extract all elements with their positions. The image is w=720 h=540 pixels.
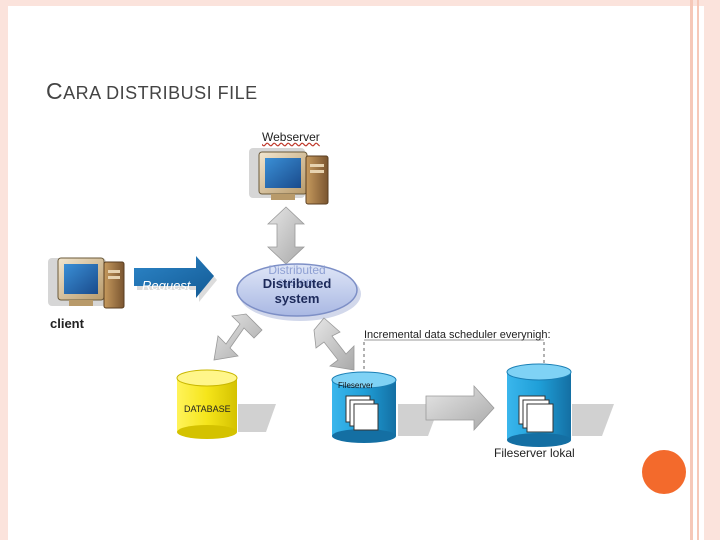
webserver-label: Webserver xyxy=(262,130,320,144)
slide-title-initial: C xyxy=(46,78,64,104)
client-computer-icon xyxy=(48,257,125,309)
fileserver-label: Fileserver xyxy=(338,381,374,390)
frame-left-border xyxy=(0,0,8,540)
frame-right-border xyxy=(704,0,720,540)
frame-right-line-2 xyxy=(697,0,699,540)
webserver-computer-icon xyxy=(249,148,329,205)
fileserver-transfer-arrow xyxy=(425,384,495,432)
client-label: client xyxy=(50,316,84,331)
distributed-system-label-line2: system xyxy=(274,291,320,306)
scheduler-label: Incremental data scheduler everynigh: xyxy=(364,329,551,341)
request-label: Request xyxy=(142,278,191,293)
system-webserver-arrow xyxy=(266,206,306,265)
slide-title-rest: ARA DISTRIBUSI FILE xyxy=(63,83,258,103)
database-cylinder-icon xyxy=(176,369,276,439)
frame-right-line-1 xyxy=(690,0,693,540)
distributed-system-node xyxy=(236,263,361,321)
slide-title: CARA DISTRIBUSI FILE xyxy=(46,78,258,105)
frame-top-border xyxy=(0,0,720,6)
orange-accent-circle xyxy=(642,450,686,494)
system-database-arrow xyxy=(213,313,263,361)
fileserver-local-cylinder-icon xyxy=(506,363,614,447)
request-arrow xyxy=(134,256,217,302)
database-label: DATABASE xyxy=(184,404,231,414)
fileserver-local-label: Fileserver lokal xyxy=(494,446,575,460)
distributed-system-label-line1: Distributed xyxy=(262,276,332,291)
system-fileserver-arrow xyxy=(313,317,355,371)
